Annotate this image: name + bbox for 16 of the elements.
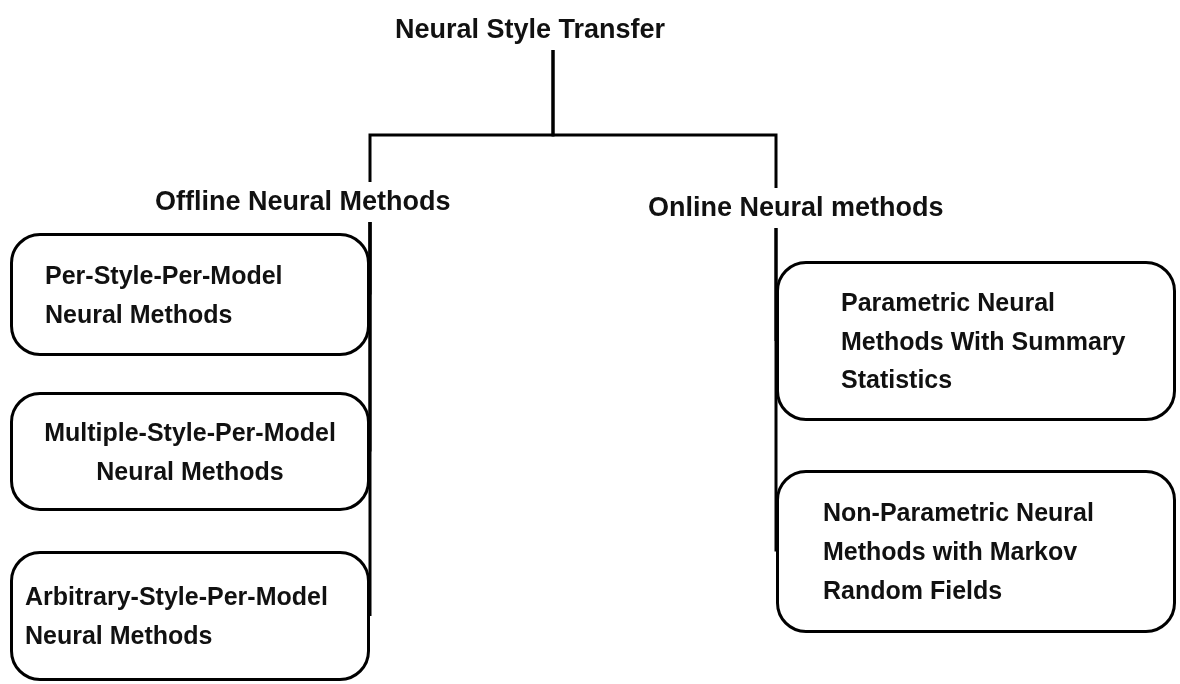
method-label: Arbitrary-Style-Per-Model Neural Methods [25, 581, 329, 651]
method-box [10, 392, 370, 511]
heading-text: Neural Style Transfer [395, 10, 711, 50]
connector-line [774, 228, 778, 552]
method-label: Multiple-Style-Per-Model Neural Methods [43, 416, 337, 487]
connector-line [368, 222, 372, 616]
method-label: Per-Style-Per-Model Neural Methods [45, 259, 284, 330]
method-label: Non-Parametric Neural Methods with Markov Random Fields [823, 497, 1095, 606]
method-label: Parametric Neural Methods With Summary Statistics [841, 286, 1127, 396]
method-box [776, 261, 1176, 421]
method-box [776, 470, 1176, 633]
heading-text: Offline Neural Methods [155, 182, 513, 222]
method-box [10, 551, 370, 681]
connector-line [551, 50, 778, 188]
heading-text: Online Neural methods [648, 188, 998, 228]
method-box [10, 233, 370, 356]
